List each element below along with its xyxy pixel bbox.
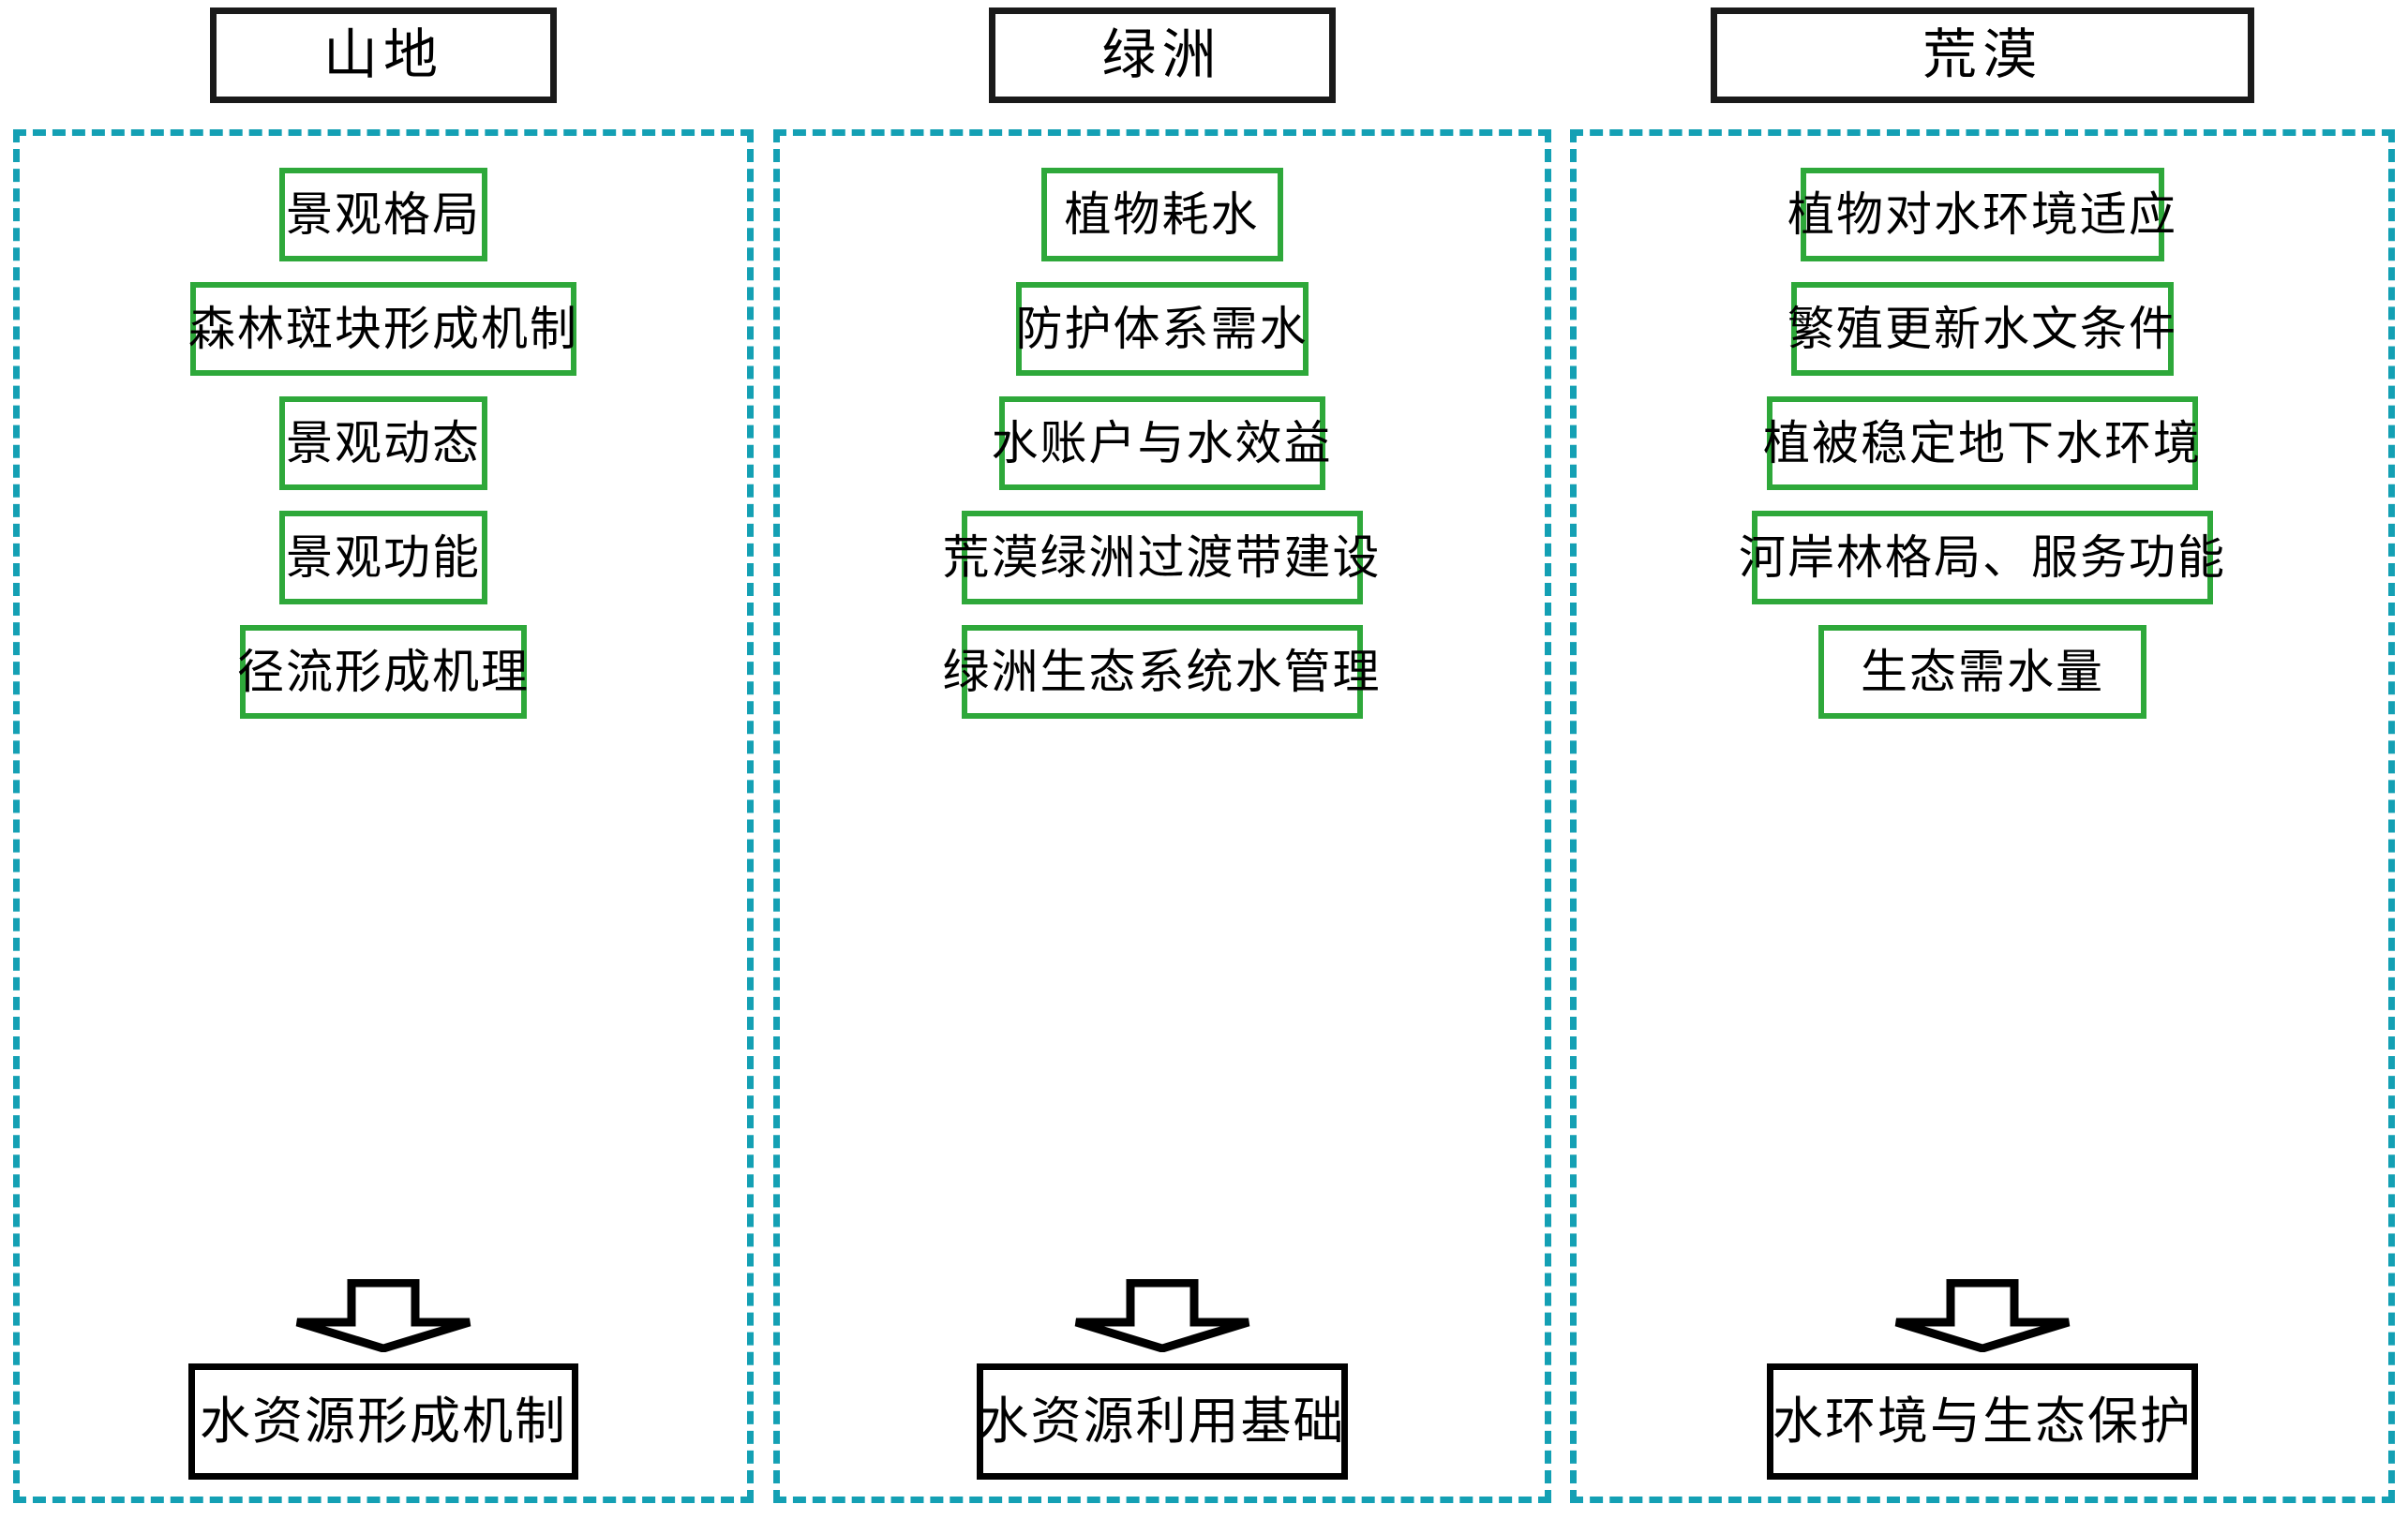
result-box-mountain: 水资源形成机制: [188, 1363, 578, 1480]
item-box: 景观动态: [279, 396, 487, 490]
item-box: 景观格局: [279, 168, 487, 261]
item-label: 径流形成机理: [237, 646, 530, 698]
column-header-label: 山地: [322, 24, 443, 85]
item-label: 防护体系需水: [1015, 303, 1309, 355]
result-box-desert: 水环境与生态保护: [1767, 1363, 2198, 1480]
item-label: 河岸林格局、服务功能: [1739, 531, 2226, 584]
column-oasis: 绿洲 植物耗水 防护体系需水 水账户与水效益 荒漠绿洲过渡带建设: [772, 7, 1551, 1503]
item-box: 植物对水环境适应: [1787, 168, 2176, 261]
dashed-panel-oasis: 植物耗水 防护体系需水 水账户与水效益 荒漠绿洲过渡带建设 绿洲生态系统水管理: [772, 129, 1551, 1503]
column-header-label: 荒漠: [1922, 24, 2042, 85]
item-box: 生态需水量: [1818, 625, 2146, 719]
item-label: 繁殖更新水文条件: [1787, 303, 2177, 355]
item-label: 绿洲生态系统水管理: [942, 646, 1382, 698]
item-box: 森林斑块形成机制: [188, 282, 578, 376]
column-header-mountain: 山地: [210, 7, 557, 103]
column-header-oasis: 绿洲: [988, 7, 1336, 103]
arrow-container: [20, 1275, 747, 1356]
down-block-arrow-icon: [1074, 1279, 1249, 1352]
item-label: 植物耗水: [1064, 188, 1260, 241]
arrow-container: [780, 1275, 1545, 1356]
item-label: 生态需水量: [1861, 646, 2104, 698]
arrow-container: [1577, 1275, 2388, 1356]
item-box: 径流形成机理: [237, 625, 530, 719]
item-label: 水账户与水效益: [991, 417, 1333, 469]
item-box: 绿洲生态系统水管理: [943, 625, 1380, 719]
column-mountain: 山地 景观格局 森林斑块形成机制 景观动态 景观功能: [13, 7, 754, 1503]
item-label: 景观格局: [286, 188, 481, 241]
item-label: 森林斑块形成机制: [188, 303, 578, 355]
item-box: 繁殖更新水文条件: [1787, 282, 2176, 376]
down-block-arrow-icon: [1894, 1279, 2071, 1352]
dashed-panel-mountain: 景观格局 森林斑块形成机制 景观动态 景观功能 径流形成机理: [13, 129, 754, 1503]
item-box: 景观功能: [279, 511, 487, 604]
result-box-oasis: 水资源利用基础: [976, 1363, 1348, 1480]
item-label: 景观动态: [286, 417, 481, 469]
down-block-arrow-icon: [295, 1279, 471, 1352]
item-label: 植被稳定地下水环境: [1763, 417, 2202, 469]
item-list-oasis: 植物耗水 防护体系需水 水账户与水效益 荒漠绿洲过渡带建设 绿洲生态系统水管理: [780, 168, 1545, 1270]
item-box: 防护体系需水: [1015, 282, 1309, 376]
item-list-mountain: 景观格局 森林斑块形成机制 景观动态 景观功能 径流形成机理: [20, 168, 747, 1270]
column-desert: 荒漠 植物对水环境适应 繁殖更新水文条件 植被稳定地下水环境 河岸林格局、服务功…: [1570, 7, 2395, 1503]
column-header-desert: 荒漠: [1711, 7, 2254, 103]
column-header-label: 绿洲: [1101, 24, 1222, 85]
item-box: 河岸林格局、服务功能: [1739, 511, 2224, 604]
item-list-desert: 植物对水环境适应 繁殖更新水文条件 植被稳定地下水环境 河岸林格局、服务功能 生…: [1577, 168, 2388, 1270]
result-label: 水资源形成机制: [200, 1393, 567, 1450]
item-box: 植被稳定地下水环境: [1763, 396, 2200, 490]
item-label: 荒漠绿洲过渡带建设: [942, 531, 1382, 584]
item-box: 植物耗水: [1040, 168, 1283, 261]
item-box: 水账户与水效益: [992, 396, 1331, 490]
item-label: 植物对水环境适应: [1787, 188, 2177, 241]
result-label: 水环境与生态保护: [1772, 1393, 2192, 1450]
dashed-panel-desert: 植物对水环境适应 繁殖更新水文条件 植被稳定地下水环境 河岸林格局、服务功能 生…: [1570, 129, 2395, 1503]
item-label: 景观功能: [286, 531, 481, 584]
item-box: 荒漠绿洲过渡带建设: [943, 511, 1380, 604]
result-label: 水资源利用基础: [978, 1393, 1346, 1450]
